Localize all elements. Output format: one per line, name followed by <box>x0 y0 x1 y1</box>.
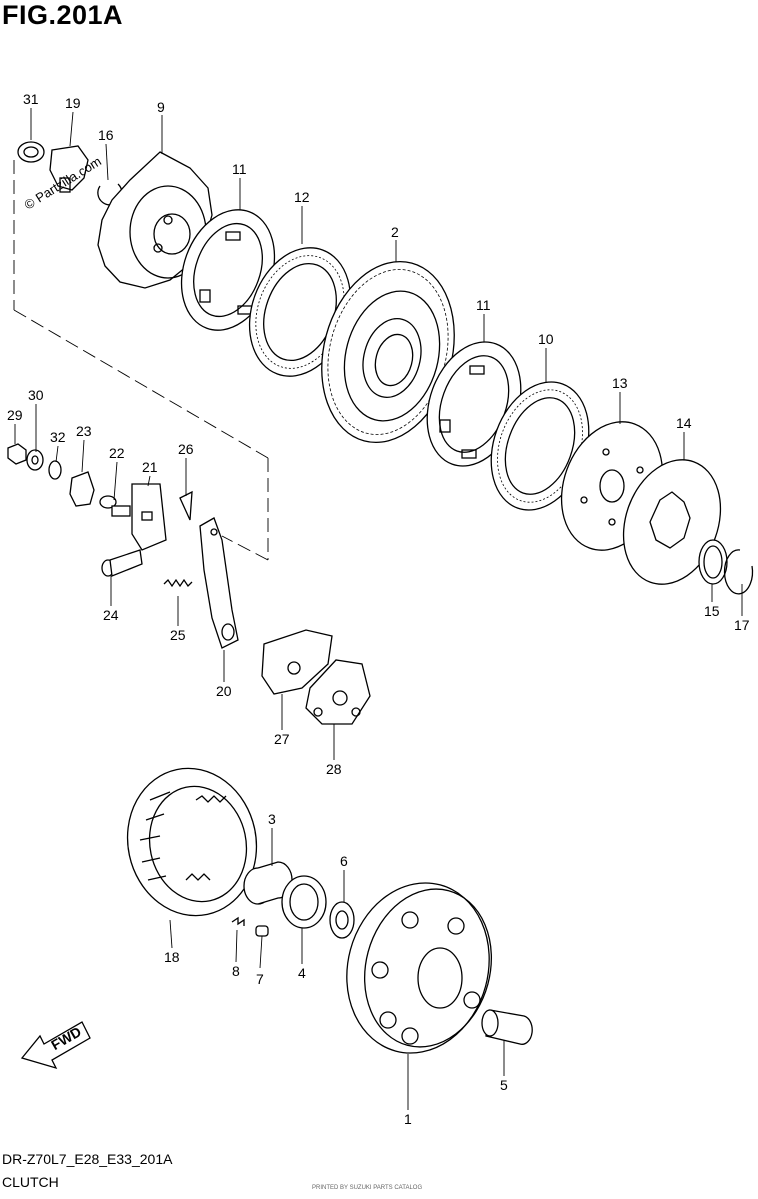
callout-11-lower[interactable]: 11 <box>476 297 491 313</box>
part-28-gasket[interactable] <box>305 659 371 725</box>
part-5-bushing[interactable] <box>481 1009 533 1045</box>
part-25-spring[interactable] <box>163 578 193 588</box>
callout-3[interactable]: 3 <box>268 811 276 827</box>
part-4-one-way-clutch[interactable] <box>281 875 327 929</box>
callout-4[interactable]: 4 <box>298 965 306 981</box>
callout-29[interactable]: 29 <box>7 407 23 423</box>
callout-10[interactable]: 10 <box>538 331 554 347</box>
callout-22[interactable]: 22 <box>109 445 125 461</box>
part-30-washer[interactable] <box>26 449 44 471</box>
callout-23[interactable]: 23 <box>76 423 92 439</box>
fwd-arrow: FWD <box>20 1021 91 1070</box>
callout-17[interactable]: 17 <box>734 617 750 633</box>
part-8-spring[interactable] <box>231 916 245 926</box>
part-17-snap-ring[interactable] <box>723 549 754 595</box>
callout-26[interactable]: 26 <box>178 441 194 457</box>
callout-25[interactable]: 25 <box>170 627 186 643</box>
callout-1[interactable]: 1 <box>404 1111 412 1127</box>
callout-14[interactable]: 14 <box>676 415 692 431</box>
callout-28[interactable]: 28 <box>326 761 342 777</box>
callout-18[interactable]: 18 <box>164 949 180 965</box>
callout-27[interactable]: 27 <box>274 731 290 747</box>
part-27-bracket[interactable] <box>261 629 333 695</box>
part-21-holder[interactable] <box>131 483 167 551</box>
callout-24[interactable]: 24 <box>103 607 119 623</box>
part-19-cam[interactable] <box>49 145 89 193</box>
figure-title: FIG.201A <box>2 0 124 30</box>
figure-caption: CLUTCH <box>2 1174 59 1190</box>
callout-31[interactable]: 31 <box>23 91 39 107</box>
callout-16[interactable]: 16 <box>98 127 114 143</box>
callout-12[interactable]: 12 <box>294 189 310 205</box>
callout-6[interactable]: 6 <box>340 853 348 869</box>
callout-5[interactable]: 5 <box>500 1077 508 1093</box>
part-23-plate[interactable] <box>69 471 95 507</box>
callout-7[interactable]: 7 <box>256 971 264 987</box>
callout-20[interactable]: 20 <box>216 683 232 699</box>
footer-small-print: PRINTED BY SUZUKI PARTS CATALOG <box>312 1185 423 1191</box>
part-26-cotter-pin[interactable] <box>179 490 193 521</box>
callout-2[interactable]: 2 <box>391 224 399 240</box>
part-15-ring[interactable] <box>698 539 728 585</box>
callout-30[interactable]: 30 <box>28 387 44 403</box>
callout-8[interactable]: 8 <box>232 963 240 979</box>
callout-21[interactable]: 21 <box>142 459 158 475</box>
part-24-pin[interactable] <box>101 549 143 577</box>
model-code: DR-Z70L7_E28_E33_201A <box>2 1151 173 1167</box>
assembly-guide-lines <box>13 160 269 561</box>
part-18-clutch-shoe-assembly[interactable] <box>114 756 270 927</box>
part-20-lever[interactable] <box>199 517 239 649</box>
callout-15[interactable]: 15 <box>704 603 720 619</box>
callout-13[interactable]: 13 <box>612 375 628 391</box>
part-31-bearing[interactable] <box>17 141 45 163</box>
part-14-slotted-plate[interactable] <box>607 446 737 598</box>
part-22-screw[interactable] <box>99 495 131 517</box>
part-6-washer[interactable] <box>329 901 355 939</box>
callout-11-upper[interactable]: 11 <box>232 161 247 177</box>
part-9-clutch-hub[interactable] <box>97 151 213 289</box>
callout-32[interactable]: 32 <box>50 429 66 445</box>
callout-labels: 31 19 16 9 11 12 2 11 10 13 14 15 17 29 … <box>7 91 750 1127</box>
leader-lines <box>14 108 743 1110</box>
part-1-clutch-housing[interactable] <box>328 867 508 1069</box>
part-32-washer[interactable] <box>48 460 62 480</box>
part-29-nut[interactable] <box>7 443 27 465</box>
callout-9[interactable]: 9 <box>157 99 165 115</box>
part-7-pin[interactable] <box>255 925 269 937</box>
callout-19[interactable]: 19 <box>65 95 81 111</box>
